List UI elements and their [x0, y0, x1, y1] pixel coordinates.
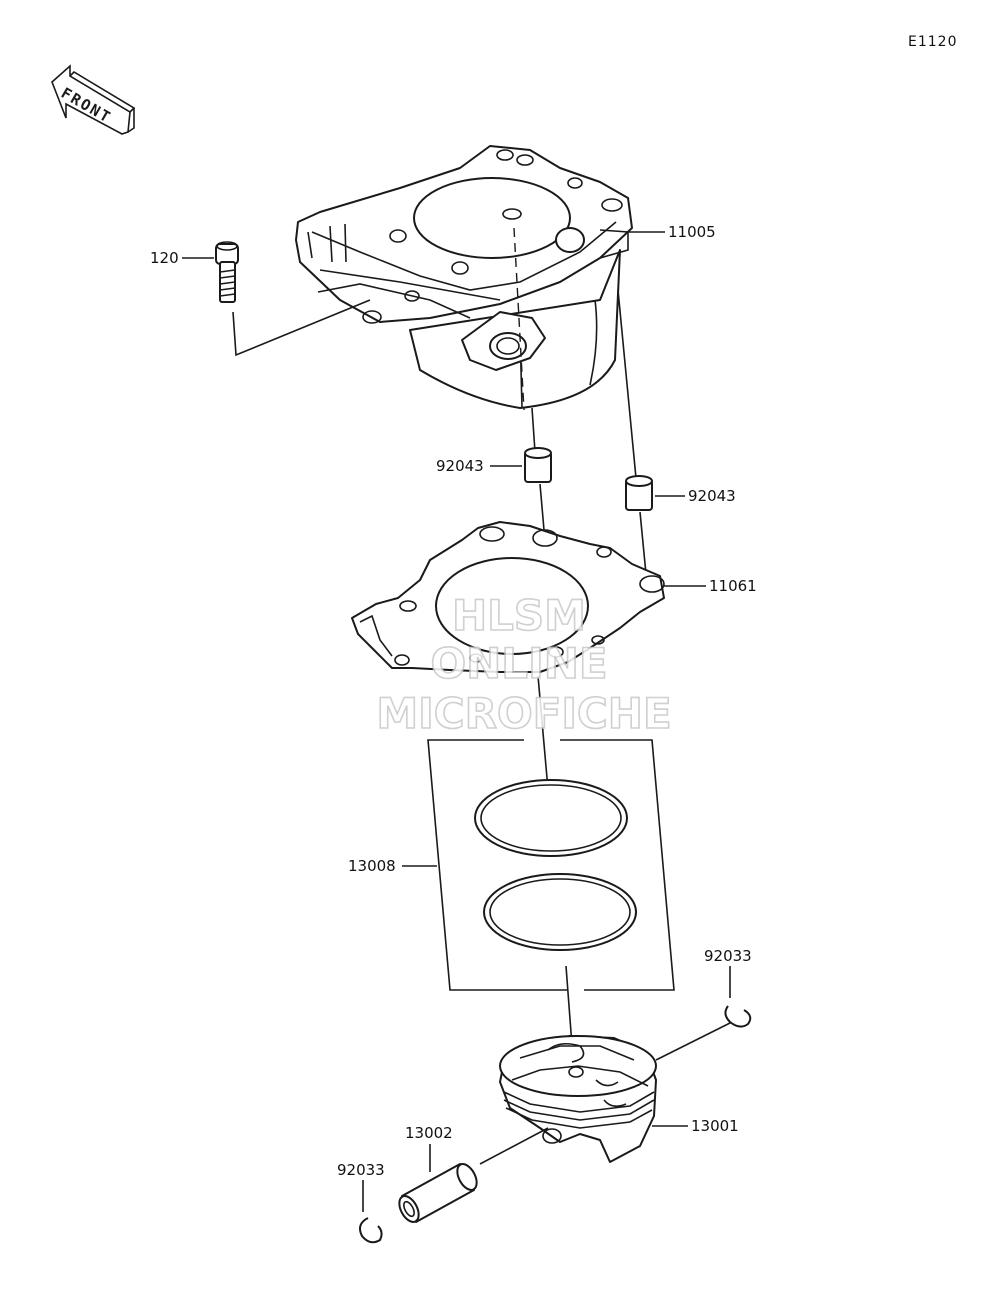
clip-right-part — [724, 1005, 752, 1028]
part-label-13008: 13008 — [348, 857, 396, 875]
part-label-11005: 11005 — [668, 223, 716, 241]
part-label-120: 120 — [150, 249, 179, 267]
clip-left-callout: 92033 — [337, 1161, 385, 1212]
part-label-92033-left: 92033 — [337, 1161, 385, 1179]
pin-callout: 13002 — [405, 1124, 453, 1172]
dowel-right-callout: 92043 — [655, 487, 736, 505]
cylinder-callout: 11005 — [628, 223, 716, 241]
gasket-part — [351, 521, 665, 673]
watermark-line-1: HLSM — [452, 591, 586, 640]
part-label-92043-right: 92043 — [688, 487, 736, 505]
bolt-callout: 120 — [150, 249, 371, 357]
diagram-ref-code: E1120 — [908, 34, 957, 50]
cylinder-part — [295, 145, 633, 411]
part-label-11061: 11061 — [709, 577, 757, 595]
ring-set-callout: 13008 — [348, 857, 437, 875]
part-label-13001: 13001 — [691, 1117, 739, 1135]
watermark-line-2: ONLINE — [430, 639, 607, 688]
gasket-callout: 11061 — [664, 577, 757, 595]
piston-callout: 13001 — [652, 1019, 739, 1135]
part-label-92033-right: 92033 — [704, 947, 752, 965]
clip-right-callout: 92033 — [704, 947, 752, 998]
ring-set-part — [427, 739, 675, 991]
part-label-92043-left: 92043 — [436, 457, 484, 475]
front-arrow-icon: FRONT — [51, 64, 136, 135]
part-label-13002: 13002 — [405, 1124, 453, 1142]
bolt-part — [215, 241, 239, 303]
dowel-left-part — [524, 407, 552, 531]
watermark: HLSM ONLINE MICROFICHE — [376, 590, 673, 739]
dowel-left-callout: 92043 — [436, 457, 522, 475]
pin-part — [398, 1127, 549, 1223]
dowel-right-part — [617, 289, 653, 575]
watermark-line-3: MICROFICHE — [376, 689, 671, 738]
piston-part — [499, 1035, 657, 1163]
clip-left-part — [359, 1217, 383, 1244]
